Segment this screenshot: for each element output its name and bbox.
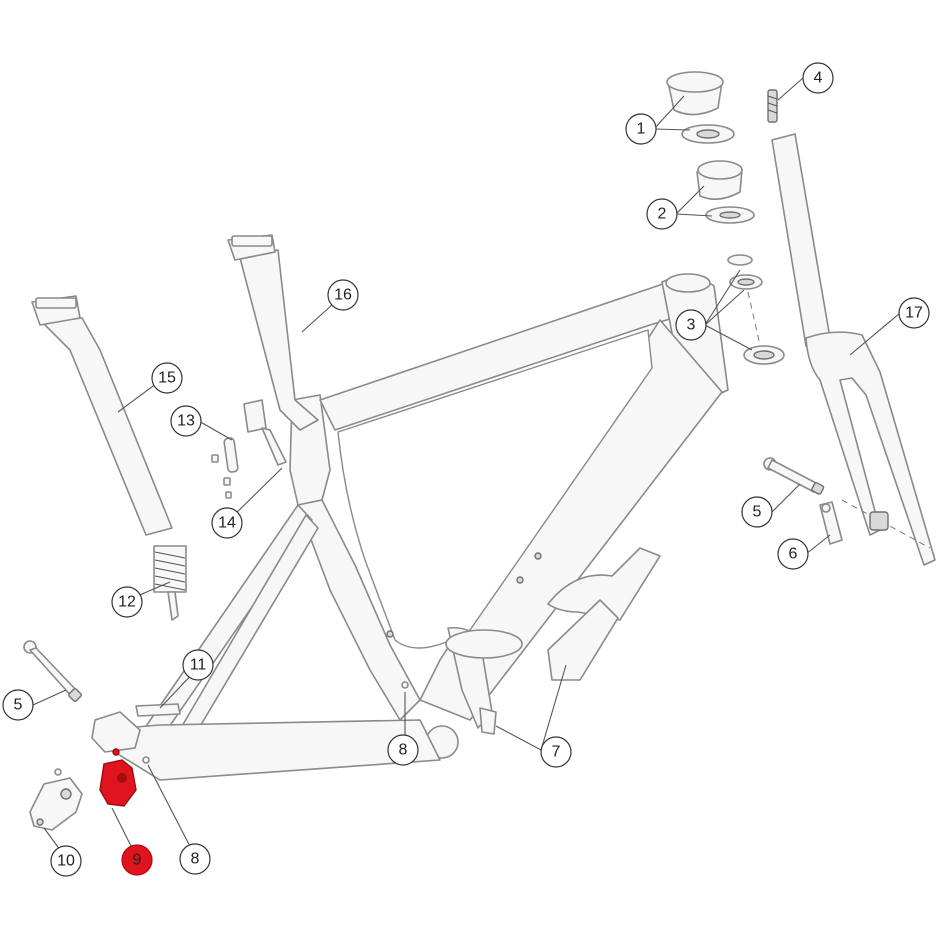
headset-cover-2: [696, 160, 755, 224]
callout-5-rear: 5: [2, 689, 34, 721]
callout-15: 15: [151, 362, 183, 394]
callout-8-bb: 8: [387, 734, 419, 766]
svg-text:10: 10: [57, 853, 75, 870]
svg-text:16: 16: [334, 287, 352, 304]
spring-12: [153, 545, 187, 621]
callout-2: 2: [646, 198, 678, 230]
seat-tube-lower: [297, 499, 421, 721]
frame: [91, 273, 729, 781]
adapter-6: [819, 501, 843, 545]
svg-text:8: 8: [399, 742, 408, 759]
callout-16: 16: [327, 279, 359, 311]
bolt-4: [767, 89, 778, 123]
head-tube-top: [665, 273, 711, 293]
svg-text:2: 2: [658, 206, 667, 223]
plate-11: [135, 703, 181, 717]
cage-7: [445, 547, 661, 735]
svg-text:3: 3: [687, 317, 696, 334]
thru-axle-5-front: [763, 457, 825, 495]
svg-text:9: 9: [133, 852, 142, 869]
callout-9-highlighted: 9: [121, 844, 153, 876]
callout-17: 17: [898, 297, 930, 329]
callout-14: 14: [211, 507, 243, 539]
callout-1: 1: [625, 113, 657, 145]
svg-text:14: 14: [218, 515, 236, 532]
fork-17: [771, 133, 936, 566]
derailleur-hanger-10: [29, 768, 83, 831]
clamp-14: [211, 399, 287, 499]
seatpost-16: [227, 234, 319, 431]
svg-text:11: 11: [190, 657, 207, 674]
callout-13: 13: [170, 405, 202, 437]
callout-10: 10: [50, 845, 82, 877]
rear-dropout: [91, 711, 141, 753]
derailleur-hanger-9-highlighted: [99, 748, 137, 807]
thru-axle-5-rear: [23, 640, 82, 702]
svg-text:6: 6: [789, 546, 798, 563]
bottle-bolt-2: [534, 552, 542, 560]
callout-12: 12: [111, 586, 143, 618]
svg-text:5: 5: [14, 697, 23, 714]
callout-5-front: 5: [741, 496, 773, 528]
svg-text:17: 17: [905, 305, 923, 322]
callout-6: 6: [777, 538, 809, 570]
svg-text:15: 15: [158, 370, 176, 387]
callout-7: 7: [540, 736, 572, 768]
svg-text:13: 13: [177, 413, 195, 430]
callout-11: 11: [182, 649, 214, 681]
headset-bearings-3: [727, 254, 785, 365]
svg-text:4: 4: [814, 70, 823, 87]
seatpost-15: [31, 295, 173, 536]
bottle-bolt-3: [386, 630, 394, 638]
callouts: 1 2 3 4 5 5 6 7: [2, 62, 930, 877]
callout-3: 3: [675, 309, 707, 341]
headset-cover-1: [666, 71, 735, 144]
svg-text:12: 12: [118, 594, 136, 611]
svg-text:7: 7: [552, 744, 561, 761]
svg-text:1: 1: [637, 121, 646, 138]
svg-text:8: 8: [191, 851, 200, 868]
svg-text:5: 5: [753, 504, 762, 521]
callout-8-dropout: 8: [179, 843, 211, 875]
bottle-bolt-1: [516, 576, 524, 584]
screw-8: [142, 681, 409, 764]
callout-4: 4: [802, 62, 834, 94]
